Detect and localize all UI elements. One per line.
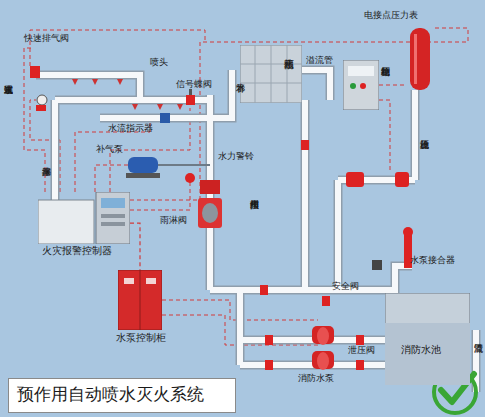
air-compressor: [128, 157, 158, 173]
valve-handle: [189, 89, 192, 95]
caption: 预作用自动喷水灭火系统: [17, 386, 204, 404]
part-label: 雨淋阀: [160, 216, 187, 225]
part-label: 水泵接合器: [410, 256, 455, 265]
control-box-shape: [343, 60, 379, 110]
gate-valve: [301, 140, 309, 150]
valve-body: [202, 203, 218, 223]
compressor-base: [126, 173, 160, 178]
signal-connector: [130, 223, 140, 270]
water-tank-shape: [240, 45, 302, 103]
deluge-valve: [198, 198, 222, 228]
sprinkler-heads: [72, 79, 183, 110]
stabilizer-pump: [395, 172, 409, 187]
part-label: 快速排气阀: [24, 34, 69, 43]
caption-box: 预作用自动喷水灭火系统: [8, 378, 236, 413]
stabilizer-pump: [346, 172, 364, 187]
gate-valve: [260, 285, 268, 295]
pressure-tank-shape: [410, 28, 430, 90]
part-label: 溢流管: [306, 56, 333, 65]
pipe: [36, 70, 476, 392]
part-label: 喷头: [150, 58, 168, 67]
pump-control-cabinet-shape: [118, 270, 162, 330]
pump-control-cabinet: 水泵控制柜: [118, 270, 162, 330]
pipe-outline: [36, 70, 476, 392]
alarm-controller: 火灾报警控制器: [38, 192, 130, 244]
relief-valve: [356, 335, 364, 345]
water-tank: 高位水箱: [240, 45, 302, 103]
butterfly-valve: [186, 95, 195, 105]
preaction-valve-top: [200, 180, 220, 194]
test-valve: [36, 105, 46, 111]
part-label: 补气泵: [96, 145, 123, 154]
part-label: 消防水泵: [298, 374, 334, 383]
gate-valve: [265, 360, 273, 370]
part-label: 水力警铃: [218, 152, 254, 161]
flow-indicator: [160, 113, 170, 123]
node-label: 水泵控制柜: [116, 333, 166, 344]
fire-pump: [312, 351, 334, 370]
water-pool: 消防水池: [385, 293, 470, 385]
pressure-gauge: [37, 95, 47, 105]
exhaust-valve: [30, 66, 40, 78]
fire-pump: [312, 326, 334, 345]
relief-valve: [356, 360, 364, 370]
safety-valve: [322, 296, 330, 306]
node-label: 消防水池: [401, 345, 441, 356]
part-label: 安全阀: [332, 282, 359, 291]
node-label: 火灾报警控制器: [42, 246, 112, 257]
pump-adapter-cap: [403, 227, 413, 237]
gate-valve: [265, 335, 273, 345]
alarm-controller-shape: [38, 192, 130, 244]
part-label: 泄压阀: [348, 346, 375, 355]
control-box: 稳压控制箱: [343, 60, 379, 110]
check-valve: [372, 260, 382, 270]
node-label: 电接点压力表: [364, 11, 418, 20]
alarm-bell: [185, 173, 195, 183]
pressure-tank: 电接点压力表: [410, 28, 430, 90]
water-pool-shape: [385, 293, 470, 385]
part-label: 水流指示器: [108, 124, 153, 133]
air-line: [158, 164, 210, 166]
part-label: 信号蝶阀: [176, 80, 212, 89]
